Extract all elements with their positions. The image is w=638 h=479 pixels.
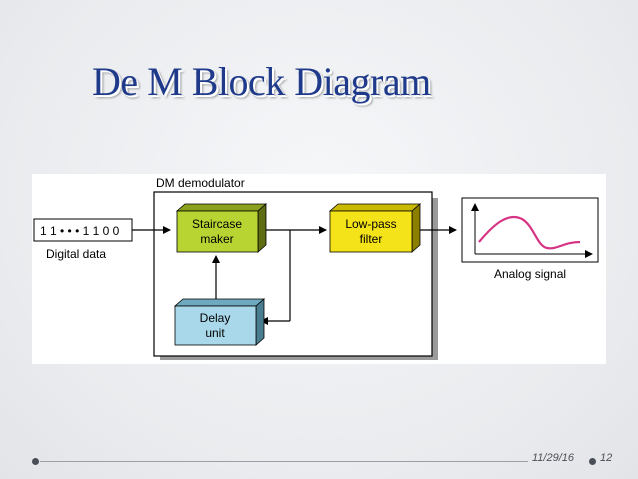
lowpass-label-2: filter xyxy=(360,232,383,246)
analog-signal-box xyxy=(461,197,599,263)
footer-mid-dot xyxy=(589,458,596,465)
dm-block-diagram: DM demodulator 1 1 • • • 1 1 0 0 Digital… xyxy=(32,174,606,364)
slide-page-number: 12 xyxy=(600,452,613,464)
footer-left-dot xyxy=(32,458,39,465)
dm-demodulator-label: DM demodulator xyxy=(156,176,245,190)
staircase-top xyxy=(175,203,268,212)
slide-title: De M Block Diagram xyxy=(92,59,431,104)
staircase-label-1: Staircase xyxy=(192,217,242,231)
analog-signal-caption: Analog signal xyxy=(494,267,566,281)
lowpass-filter-block xyxy=(329,210,413,253)
analog-signal-curve xyxy=(478,216,581,250)
diagram-canvas: DM demodulator 1 1 • • • 1 1 0 0 Digital… xyxy=(33,176,599,360)
staircase-side xyxy=(257,203,267,253)
slide-date: 11/29/16 xyxy=(532,452,575,464)
lowpass-label-1: Low-pass xyxy=(345,217,396,231)
delay-top xyxy=(173,298,266,307)
delay-unit-block xyxy=(174,305,257,346)
staircase-maker-block xyxy=(176,210,259,253)
delay-label-1: Delay xyxy=(200,311,231,325)
staircase-label-2: maker xyxy=(200,232,233,246)
lowpass-top xyxy=(328,203,422,212)
footer-rule-left xyxy=(40,461,528,462)
digital-data-caption: Digital data xyxy=(46,247,106,261)
delay-label-2: unit xyxy=(205,326,225,340)
delay-side xyxy=(255,298,265,346)
lowpass-side xyxy=(411,203,421,253)
digital-data-bits: 1 1 • • • 1 1 0 0 xyxy=(40,224,120,238)
